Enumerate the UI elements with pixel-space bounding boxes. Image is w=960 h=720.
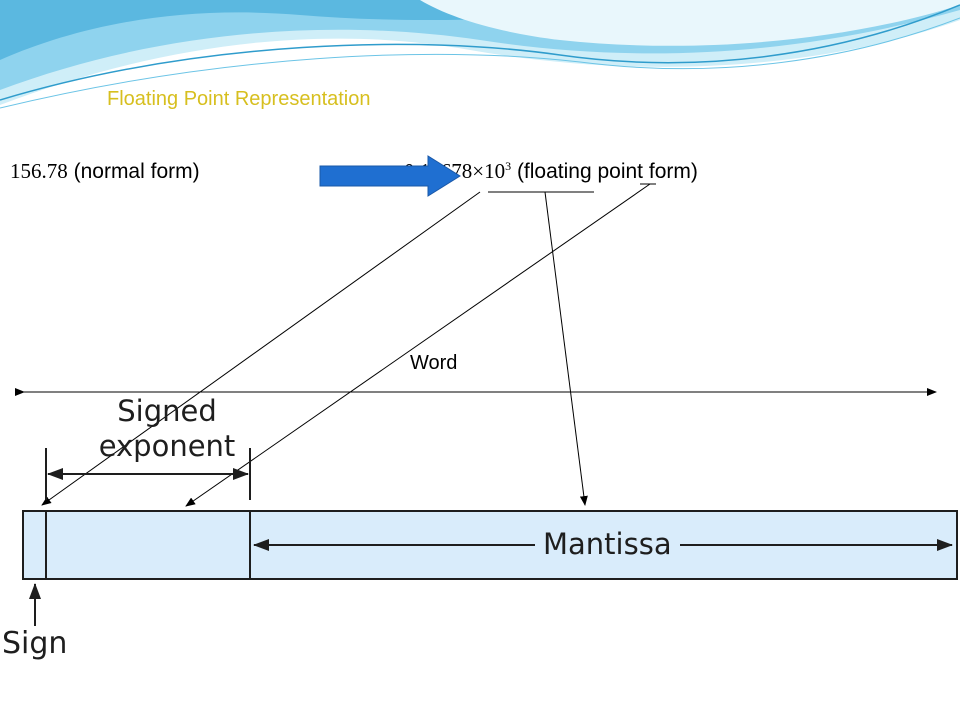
normal-form-expression: 156.78 (normal form) <box>10 159 200 184</box>
exponent-pointer-line <box>185 183 651 507</box>
float-times-ten: ×10 <box>472 159 506 183</box>
sign-label: Sign <box>2 626 68 661</box>
sign-field <box>22 510 47 580</box>
sign-pointer-line <box>41 191 481 506</box>
transform-arrow-icon <box>319 155 461 197</box>
signed-exponent-label: Signed exponent <box>82 394 252 464</box>
slide-title: Floating Point Representation <box>107 88 371 110</box>
mantissa-pointer-line <box>544 191 588 506</box>
normal-form-value: 156.78 <box>10 159 68 183</box>
word-label: Word <box>410 352 458 374</box>
mantissa-label: Mantissa <box>535 527 680 561</box>
normal-form-label: (normal form) <box>73 160 200 183</box>
exponent-field <box>45 510 251 580</box>
header-wave-decoration <box>0 0 960 109</box>
signed-exponent-line2: exponent <box>98 429 236 463</box>
float-exponent-value: 3 <box>505 159 512 173</box>
signed-exponent-line1: Signed <box>117 394 217 428</box>
floating-point-form-label: (floating point form) <box>516 160 698 183</box>
